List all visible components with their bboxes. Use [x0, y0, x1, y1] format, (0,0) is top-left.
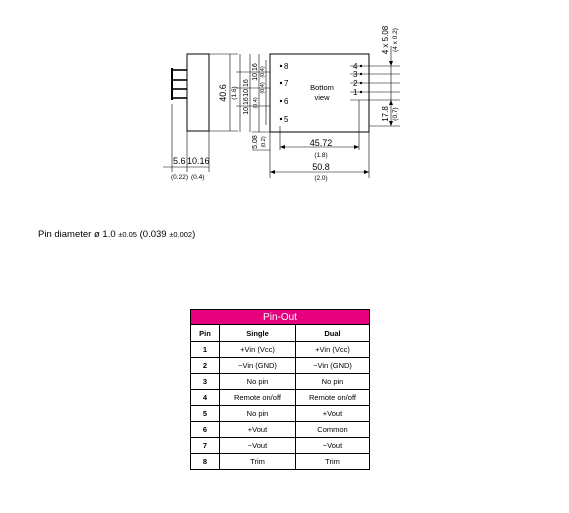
width-pins-in: (1.8): [314, 152, 327, 159]
pins: [279, 64, 363, 121]
dual-function: −Vout: [295, 437, 370, 454]
module-outline: [269, 53, 370, 133]
bottom-view: [236, 46, 400, 178]
side-height-mm: 40.6: [218, 84, 228, 102]
single-function: Remote on/off: [219, 389, 296, 406]
pin-label-8: 8: [284, 62, 289, 71]
dual-function: +Vin (Vcc): [295, 341, 370, 358]
pin-number: 1: [190, 341, 220, 358]
single-function: No pin: [219, 405, 296, 422]
side-pin-length: 5.6: [173, 156, 186, 166]
table-row: 4 Remote on/off Remote on/off: [190, 389, 370, 406]
table-row: 2 −Vin (GND) −Vin (GND): [190, 357, 370, 374]
table-row: 6 +Vout Common: [190, 421, 370, 438]
table-row: 8 Trim Trim: [190, 453, 370, 470]
dual-function: Remote on/off: [295, 389, 370, 406]
left-dim-3-in: (0.4): [260, 66, 266, 77]
pin-label-7: 7: [284, 79, 289, 88]
pin-number: 7: [190, 437, 220, 454]
pin-1-marker: [359, 90, 363, 94]
side-depth-in: (0.22): [171, 174, 188, 181]
width-total-mm: 50.8: [312, 162, 330, 172]
side-view-pins: [172, 69, 187, 99]
dual-function: +Vout: [295, 405, 370, 422]
pin-label-3: 3: [353, 70, 358, 79]
pin-8-marker: [279, 64, 283, 68]
single-function: Trim: [219, 453, 296, 470]
dual-function: No pin: [295, 373, 370, 390]
header-single: Single: [219, 324, 296, 342]
right-offset-mm: 17.8: [381, 106, 390, 122]
pinout-table: Pin-Out Pin Single Dual 1 +Vin (Vcc) +Vi…: [190, 309, 370, 470]
pin-3-marker: [359, 72, 363, 76]
pin-diameter-tolerance-in: ±0.002: [169, 230, 193, 239]
pin-diameter-label: Pin diameter ø 1.0: [38, 229, 116, 240]
pin-diameter-tolerance-mm: ±0.05: [118, 230, 137, 239]
pin-number: 4: [190, 389, 220, 406]
pin-label-2: 2: [353, 79, 358, 88]
pin-number: 5: [190, 405, 220, 422]
pin-diameter-close: ): [192, 229, 196, 240]
single-function: −Vin (GND): [219, 357, 296, 374]
table-row: 1 +Vin (Vcc) +Vin (Vcc): [190, 341, 370, 358]
single-function: +Vin (Vcc): [219, 341, 296, 358]
left-dim-1-mm: 10.16: [243, 79, 250, 97]
pin-label-4: 4: [353, 62, 358, 71]
pin-number: 8: [190, 453, 220, 470]
side-view: [163, 53, 238, 172]
pin-label-6: 6: [284, 97, 289, 106]
pin-7-marker: [279, 81, 283, 85]
pinout-title: Pin-Out: [190, 309, 370, 325]
header-dual: Dual: [295, 324, 370, 342]
pin-2-marker: [359, 81, 363, 85]
width-total-in: (2.0): [314, 175, 327, 182]
table-row: 3 No pin No pin: [190, 373, 370, 390]
pitch-in: (4 x 0.2): [392, 28, 399, 52]
pin-4-marker: [359, 64, 363, 68]
bottom-view-label-1: Bottom: [310, 83, 334, 92]
table-row: 7 −Vout −Vout: [190, 437, 370, 454]
dual-function: −Vin (GND): [295, 357, 370, 374]
side-height-in: (1.6): [231, 86, 238, 99]
header-pin: Pin: [190, 324, 220, 342]
mechanical-drawing: 40.6 (1.6) 5.6 10.16 (0.22) (0.4): [163, 25, 400, 182]
left-dimension-lines: [236, 46, 400, 178]
pin-diameter-note: Pin diameter ø 1.0 ±0.05 (0.039 ±0.002): [38, 229, 195, 240]
pin-diameter-inch: (0.039: [139, 229, 167, 240]
left-dim-4-mm: 5.08: [252, 135, 259, 149]
dimension-arrows: [270, 61, 393, 174]
single-function: +Vout: [219, 421, 296, 438]
left-dim-4-in: (0.2): [261, 136, 267, 147]
side-view-body: [186, 53, 210, 132]
single-function: −Vout: [219, 437, 296, 454]
pin-6-marker: [279, 99, 283, 103]
table-row: 5 No pin +Vout: [190, 405, 370, 422]
width-pins-mm: 45.72: [310, 138, 333, 148]
single-function: No pin: [219, 373, 296, 390]
pitch-mm: 4 x 5.08: [381, 25, 390, 54]
pin-label-5: 5: [284, 115, 289, 124]
dual-function: Common: [295, 421, 370, 438]
bottom-view-label-2: view: [314, 93, 330, 102]
pin-number: 3: [190, 373, 220, 390]
pin-number: 2: [190, 357, 220, 374]
left-dim-2-in: (0.4): [260, 82, 266, 93]
pin-number: 6: [190, 421, 220, 438]
pin-5-marker: [279, 117, 283, 121]
left-dim-2-mm: 10.16: [243, 97, 250, 115]
left-dim-3-mm: 10.16: [252, 63, 259, 81]
dual-function: Trim: [295, 453, 370, 470]
left-dim-1-in: (0.4): [253, 97, 259, 108]
side-body-depth: 10.16: [187, 156, 210, 166]
side-depth-in-2: (0.4): [191, 174, 204, 181]
pin-label-1: 1: [353, 88, 358, 97]
right-offset-in: (0.7): [392, 107, 399, 120]
